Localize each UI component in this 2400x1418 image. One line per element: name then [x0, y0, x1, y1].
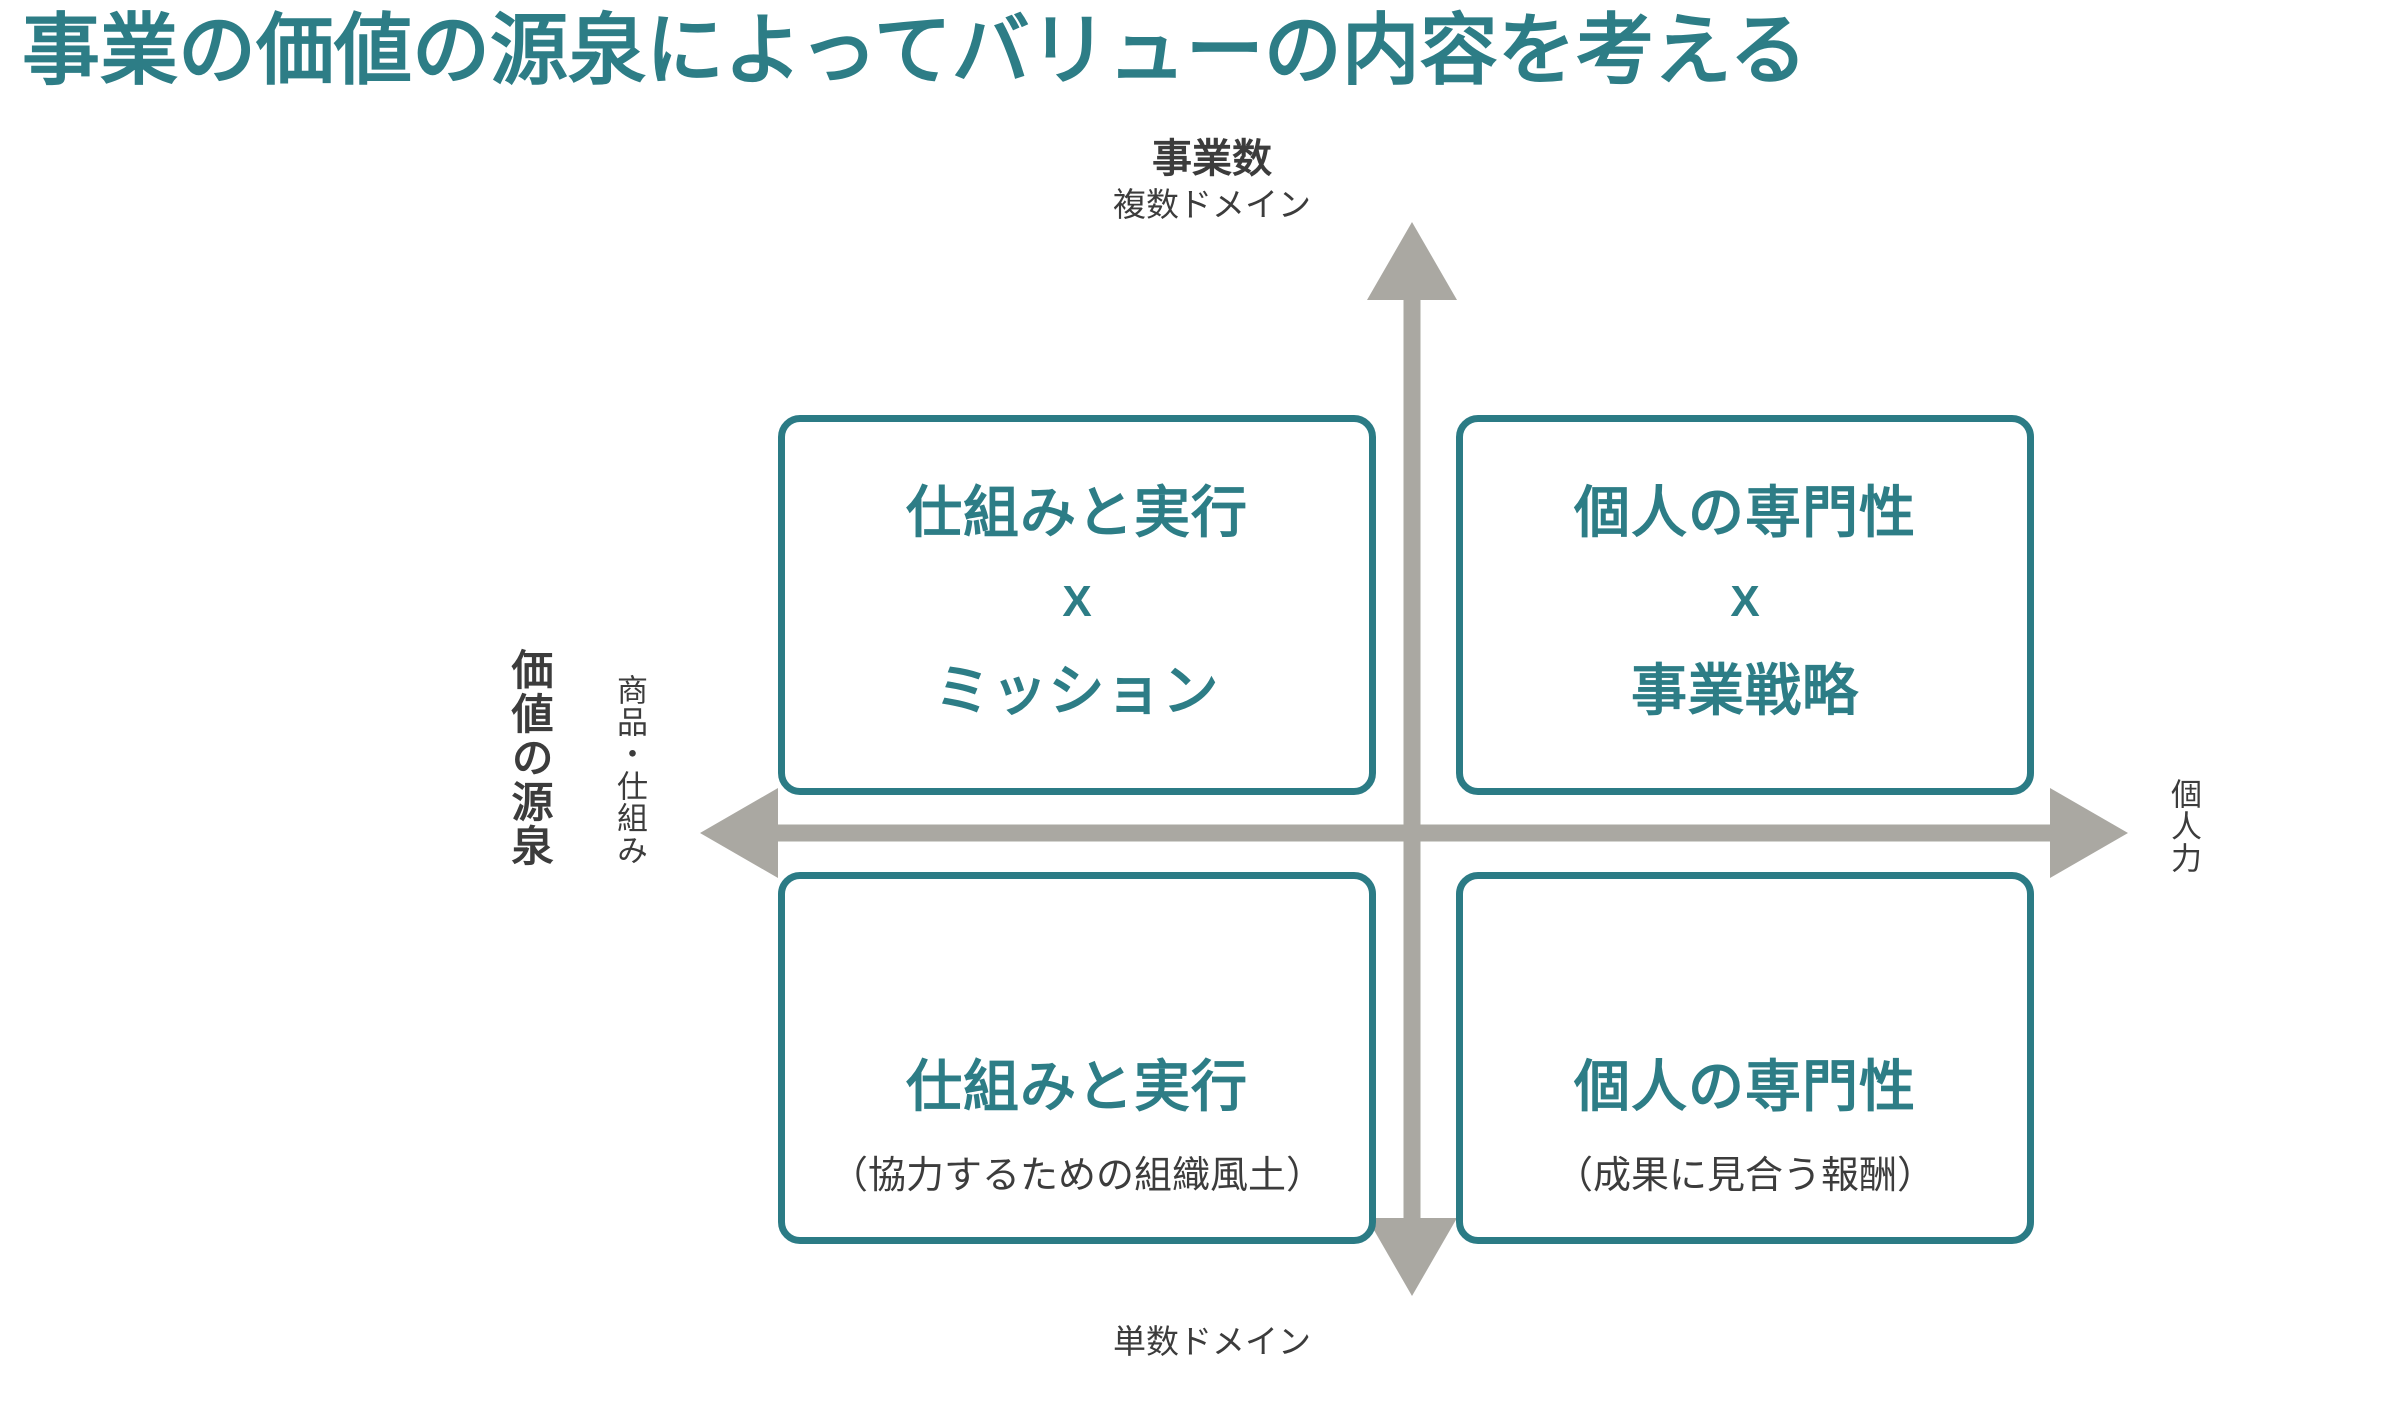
quadrant-top-right-line2: 事業戦略 — [1631, 659, 1859, 722]
page-title-text: 事業の価値の源泉によってバリューの内容を考える — [22, 6, 1808, 94]
quadrant-bottom-left-note: （協力するための組織風土） — [829, 1155, 1324, 1197]
quadrant-top-left-operator: X — [1062, 577, 1092, 626]
quadrant-bottom-right-note: （成果に見合う報酬） — [1554, 1155, 1935, 1197]
axis-right-sub-label: 個人力 — [2166, 778, 2201, 874]
quadrant-box-top-left[interactable]: 仕組みと実行 X ミッション — [778, 415, 1376, 795]
quadrant-box-bottom-right[interactable]: 個人の専門性 （成果に見合う報酬） — [1456, 872, 2034, 1244]
quadrant-box-top-right[interactable]: 個人の専門性 X 事業戦略 — [1456, 415, 2034, 795]
axis-top-main-text: 事業数 — [1152, 137, 1272, 181]
axis-arrow-down — [1367, 1218, 1457, 1296]
quadrant-top-left-line2: ミッション — [934, 659, 1220, 722]
page-title: 事業の価値の源泉によってバリューの内容を考える — [22, 6, 1807, 96]
axis-top-sub-text: 複数ドメイン — [1113, 186, 1311, 223]
quadrant-top-right-operator: X — [1730, 577, 1760, 626]
quadrant-top-left-line1: 仕組みと実行 — [906, 481, 1248, 545]
quadrant-bottom-right-line1: 個人の専門性 — [1574, 1055, 1916, 1119]
axis-bottom-sub-label: 単数ドメイン — [0, 1315, 2400, 1363]
axis-bottom-sub-text: 単数ドメイン — [1113, 1323, 1311, 1360]
axis-top-main-label: 事業数 — [0, 126, 2400, 184]
quadrant-box-bottom-left[interactable]: 仕組みと実行 （協力するための組織風土） — [778, 872, 1376, 1244]
axis-left-main-label: 価値の源泉 — [506, 648, 553, 868]
axis-arrow-left — [700, 788, 778, 878]
quadrant-bottom-left-line1: 仕組みと実行 — [906, 1055, 1248, 1119]
quadrant-top-right-line1: 個人の専門性 — [1574, 481, 1916, 545]
axis-arrow-right — [2050, 788, 2128, 878]
axis-arrow-up — [1367, 222, 1457, 300]
axis-left-sub-label: 商品・仕組み — [612, 674, 647, 866]
axis-top-sub-label: 複数ドメイン — [0, 178, 2400, 226]
